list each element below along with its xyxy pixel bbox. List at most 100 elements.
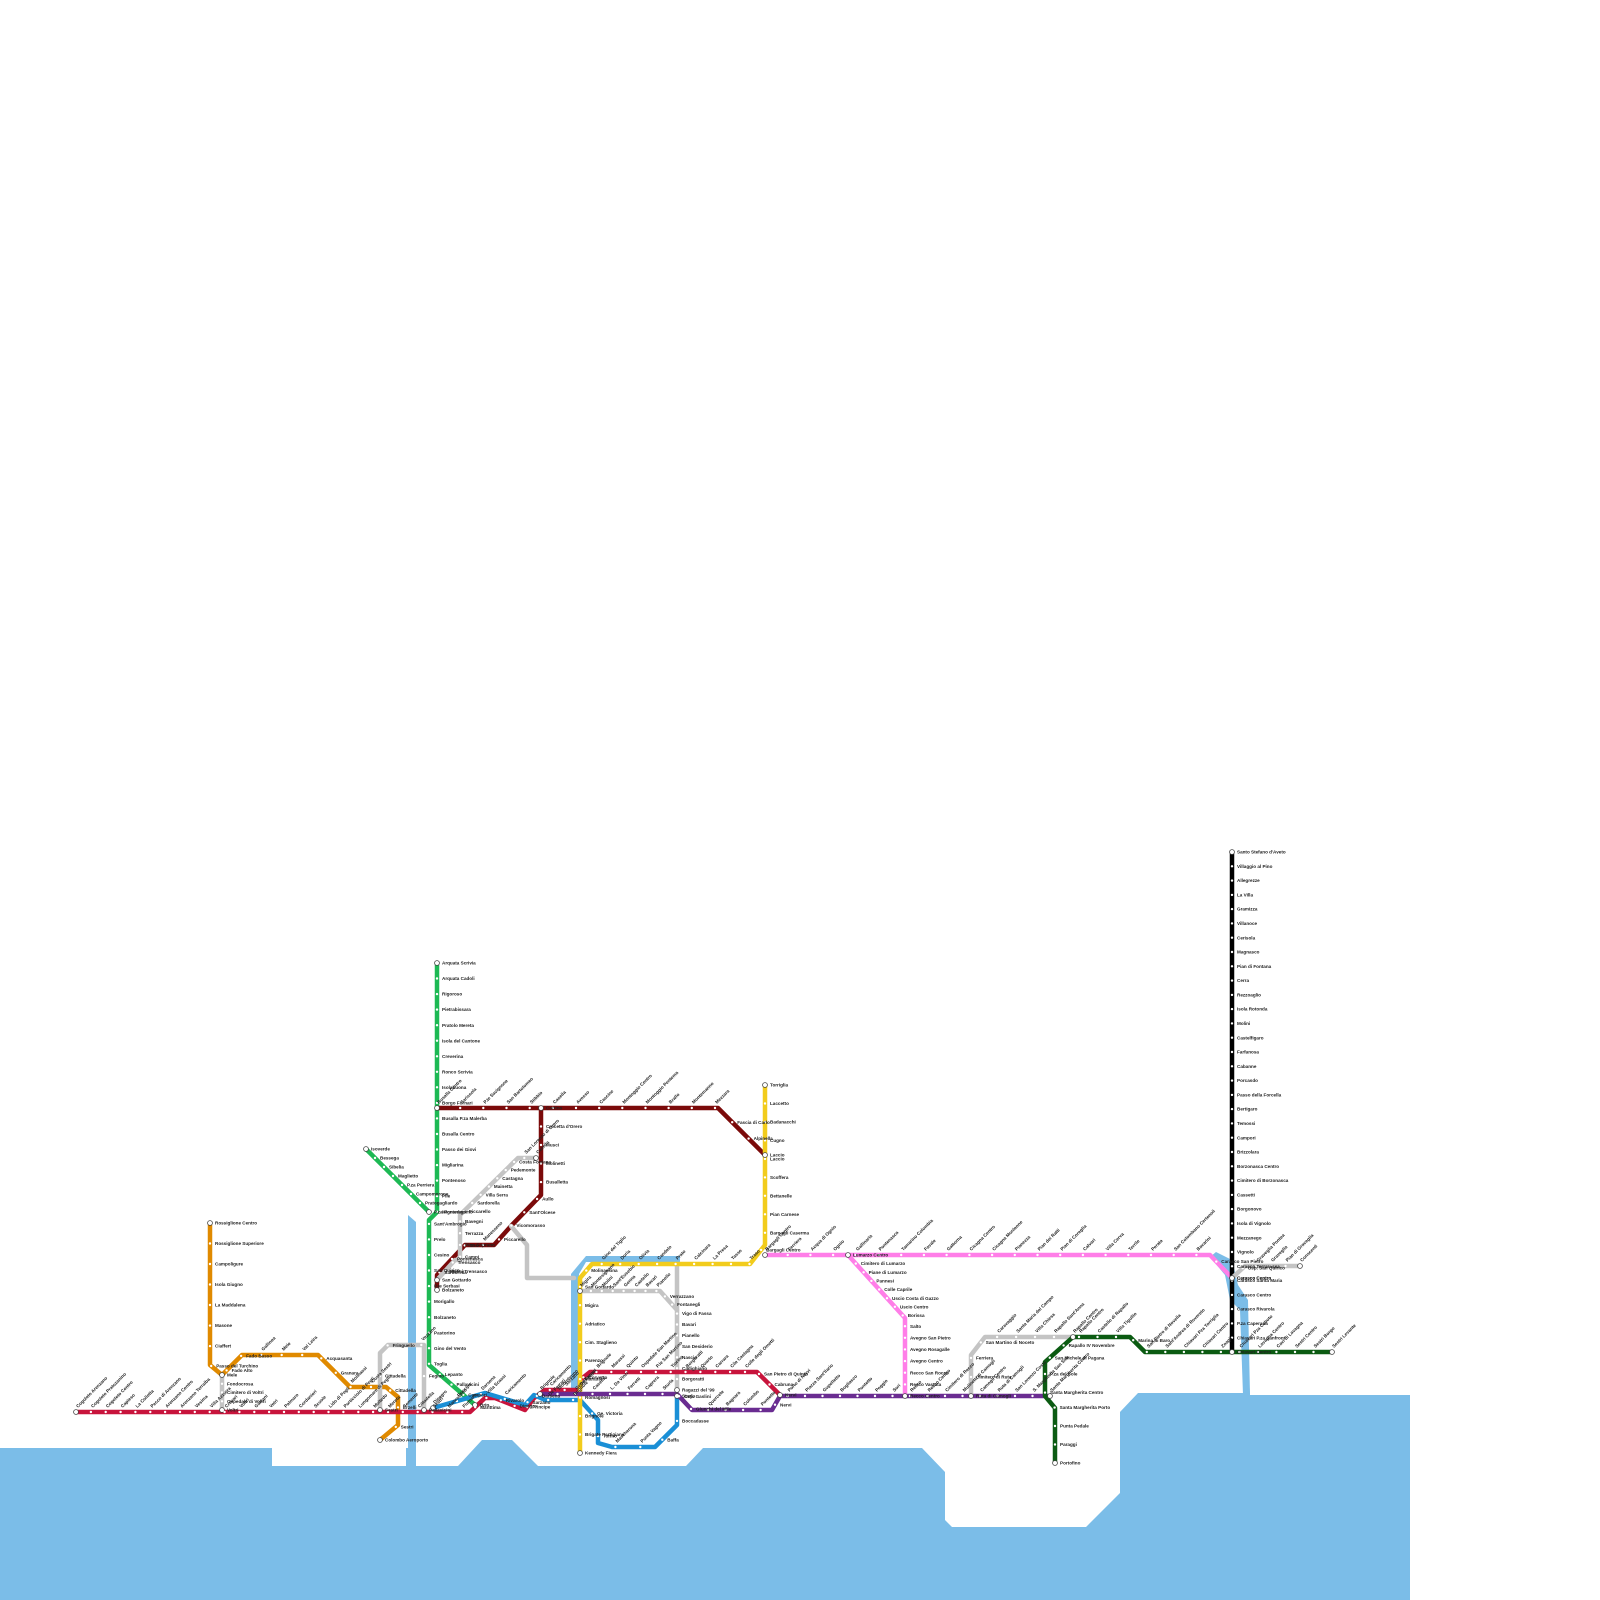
station-stop[interactable] xyxy=(418,1201,422,1205)
station-stop[interactable] xyxy=(1149,1253,1153,1257)
station-stop[interactable] xyxy=(729,1262,733,1266)
station-stop[interactable] xyxy=(854,1262,857,1265)
station-stop[interactable] xyxy=(1230,950,1234,954)
station-stop[interactable] xyxy=(297,1410,300,1414)
station-stop[interactable] xyxy=(463,1244,466,1247)
station-stop[interactable] xyxy=(377,1407,383,1413)
station-stop[interactable] xyxy=(482,1106,485,1110)
station-stop[interactable] xyxy=(578,1341,582,1344)
station-stop[interactable] xyxy=(223,1410,226,1414)
station-stop[interactable] xyxy=(763,1102,767,1105)
station-stop[interactable] xyxy=(513,1404,516,1408)
station-stop[interactable] xyxy=(699,1370,702,1374)
station-stop[interactable] xyxy=(856,1394,859,1398)
station-stop[interactable] xyxy=(1077,1335,1081,1339)
station-stop[interactable] xyxy=(282,1410,286,1414)
station-stop[interactable] xyxy=(582,1376,585,1379)
station-stop[interactable] xyxy=(763,1176,767,1179)
station-stop[interactable] xyxy=(1230,907,1234,911)
station-stop[interactable] xyxy=(854,1253,857,1257)
station-stop[interactable] xyxy=(220,1391,224,1394)
station-stop[interactable] xyxy=(591,1392,594,1396)
station-stop[interactable] xyxy=(260,1353,263,1357)
station-stop[interactable] xyxy=(684,1370,687,1374)
station-stop[interactable] xyxy=(1013,1394,1017,1398)
station-stop[interactable] xyxy=(990,1253,994,1257)
station-stop[interactable] xyxy=(903,1371,907,1374)
station-stop[interactable] xyxy=(435,1023,439,1027)
station-stop[interactable] xyxy=(598,1106,601,1110)
station-stop[interactable] xyxy=(207,1220,213,1226)
station-stop[interactable] xyxy=(1230,865,1234,868)
station-stop[interactable] xyxy=(675,1323,679,1326)
station-stop[interactable] xyxy=(803,1394,807,1398)
station-stop[interactable] xyxy=(431,1410,434,1414)
station-stop[interactable] xyxy=(903,1325,907,1328)
station-stop[interactable] xyxy=(1230,1050,1234,1054)
station-stop[interactable] xyxy=(768,1383,771,1386)
station-stop[interactable] xyxy=(644,1289,647,1293)
station-stop[interactable] xyxy=(1230,1307,1234,1311)
station-stop[interactable] xyxy=(458,1243,462,1247)
station-stop[interactable] xyxy=(253,1410,256,1414)
station-stop[interactable] xyxy=(462,1210,465,1213)
station-stop[interactable] xyxy=(1230,1093,1234,1097)
station-stop[interactable] xyxy=(643,1392,647,1396)
station-stop[interactable] xyxy=(1230,1165,1234,1168)
station-stop[interactable] xyxy=(1081,1253,1085,1257)
station-stop[interactable] xyxy=(595,1370,598,1374)
station-stop[interactable] xyxy=(435,1055,439,1058)
station-stop[interactable] xyxy=(903,1336,907,1340)
station-stop[interactable] xyxy=(551,1106,554,1110)
station-stop[interactable] xyxy=(611,1289,614,1293)
station-stop[interactable] xyxy=(578,1322,582,1325)
station-stop[interactable] xyxy=(1269,1264,1273,1268)
station-stop[interactable] xyxy=(1215,1260,1218,1263)
station-stop[interactable] xyxy=(178,1410,182,1414)
station-stop[interactable] xyxy=(675,1377,679,1381)
station-stop[interactable] xyxy=(1255,1264,1258,1268)
station-stop[interactable] xyxy=(644,1106,647,1110)
station-stop[interactable] xyxy=(220,1382,224,1386)
station-stop[interactable] xyxy=(1104,1253,1107,1257)
station-stop[interactable] xyxy=(831,1253,835,1257)
station-stop[interactable] xyxy=(706,1408,710,1412)
station-stop[interactable] xyxy=(1230,879,1234,882)
station-stop[interactable] xyxy=(208,1262,212,1266)
station-stop[interactable] xyxy=(1230,979,1234,982)
station-stop[interactable] xyxy=(1241,1266,1244,1270)
station-stop[interactable] xyxy=(485,1396,488,1400)
station-stop[interactable] xyxy=(435,1008,439,1011)
station-stop[interactable] xyxy=(446,1410,449,1414)
station-stop[interactable] xyxy=(1047,1393,1053,1399)
station-stop[interactable] xyxy=(669,1370,672,1374)
station-stop[interactable] xyxy=(1230,1122,1234,1125)
station-stop[interactable] xyxy=(435,1070,439,1074)
station-stop[interactable] xyxy=(661,1438,664,1441)
station-stop[interactable] xyxy=(1053,1443,1057,1446)
station-stop[interactable] xyxy=(600,1262,603,1266)
station-stop[interactable] xyxy=(1033,1335,1037,1339)
station-stop[interactable] xyxy=(451,1261,454,1264)
station-stop[interactable] xyxy=(301,1353,304,1357)
station-stop[interactable] xyxy=(435,1210,439,1213)
station-stop[interactable] xyxy=(621,1106,624,1110)
station-stop[interactable] xyxy=(450,1257,454,1261)
station-stop[interactable] xyxy=(661,1392,664,1396)
station-stop[interactable] xyxy=(371,1410,375,1414)
station-stop[interactable] xyxy=(578,1359,582,1362)
station-stop[interactable] xyxy=(1145,1350,1149,1354)
station-stop[interactable] xyxy=(578,1396,582,1399)
station-stop[interactable] xyxy=(901,1314,904,1317)
station-stop[interactable] xyxy=(1230,1207,1234,1211)
station-stop[interactable] xyxy=(1230,922,1234,925)
station-stop[interactable] xyxy=(891,1394,894,1398)
station-stop[interactable] xyxy=(342,1410,345,1414)
station-stop[interactable] xyxy=(655,1289,658,1293)
station-stop[interactable] xyxy=(119,1410,122,1414)
station-stop[interactable] xyxy=(574,1106,578,1110)
station-stop[interactable] xyxy=(455,1399,459,1403)
station-stop[interactable] xyxy=(73,1409,79,1415)
station-stop[interactable] xyxy=(427,1331,431,1334)
station-stop[interactable] xyxy=(219,1407,225,1413)
